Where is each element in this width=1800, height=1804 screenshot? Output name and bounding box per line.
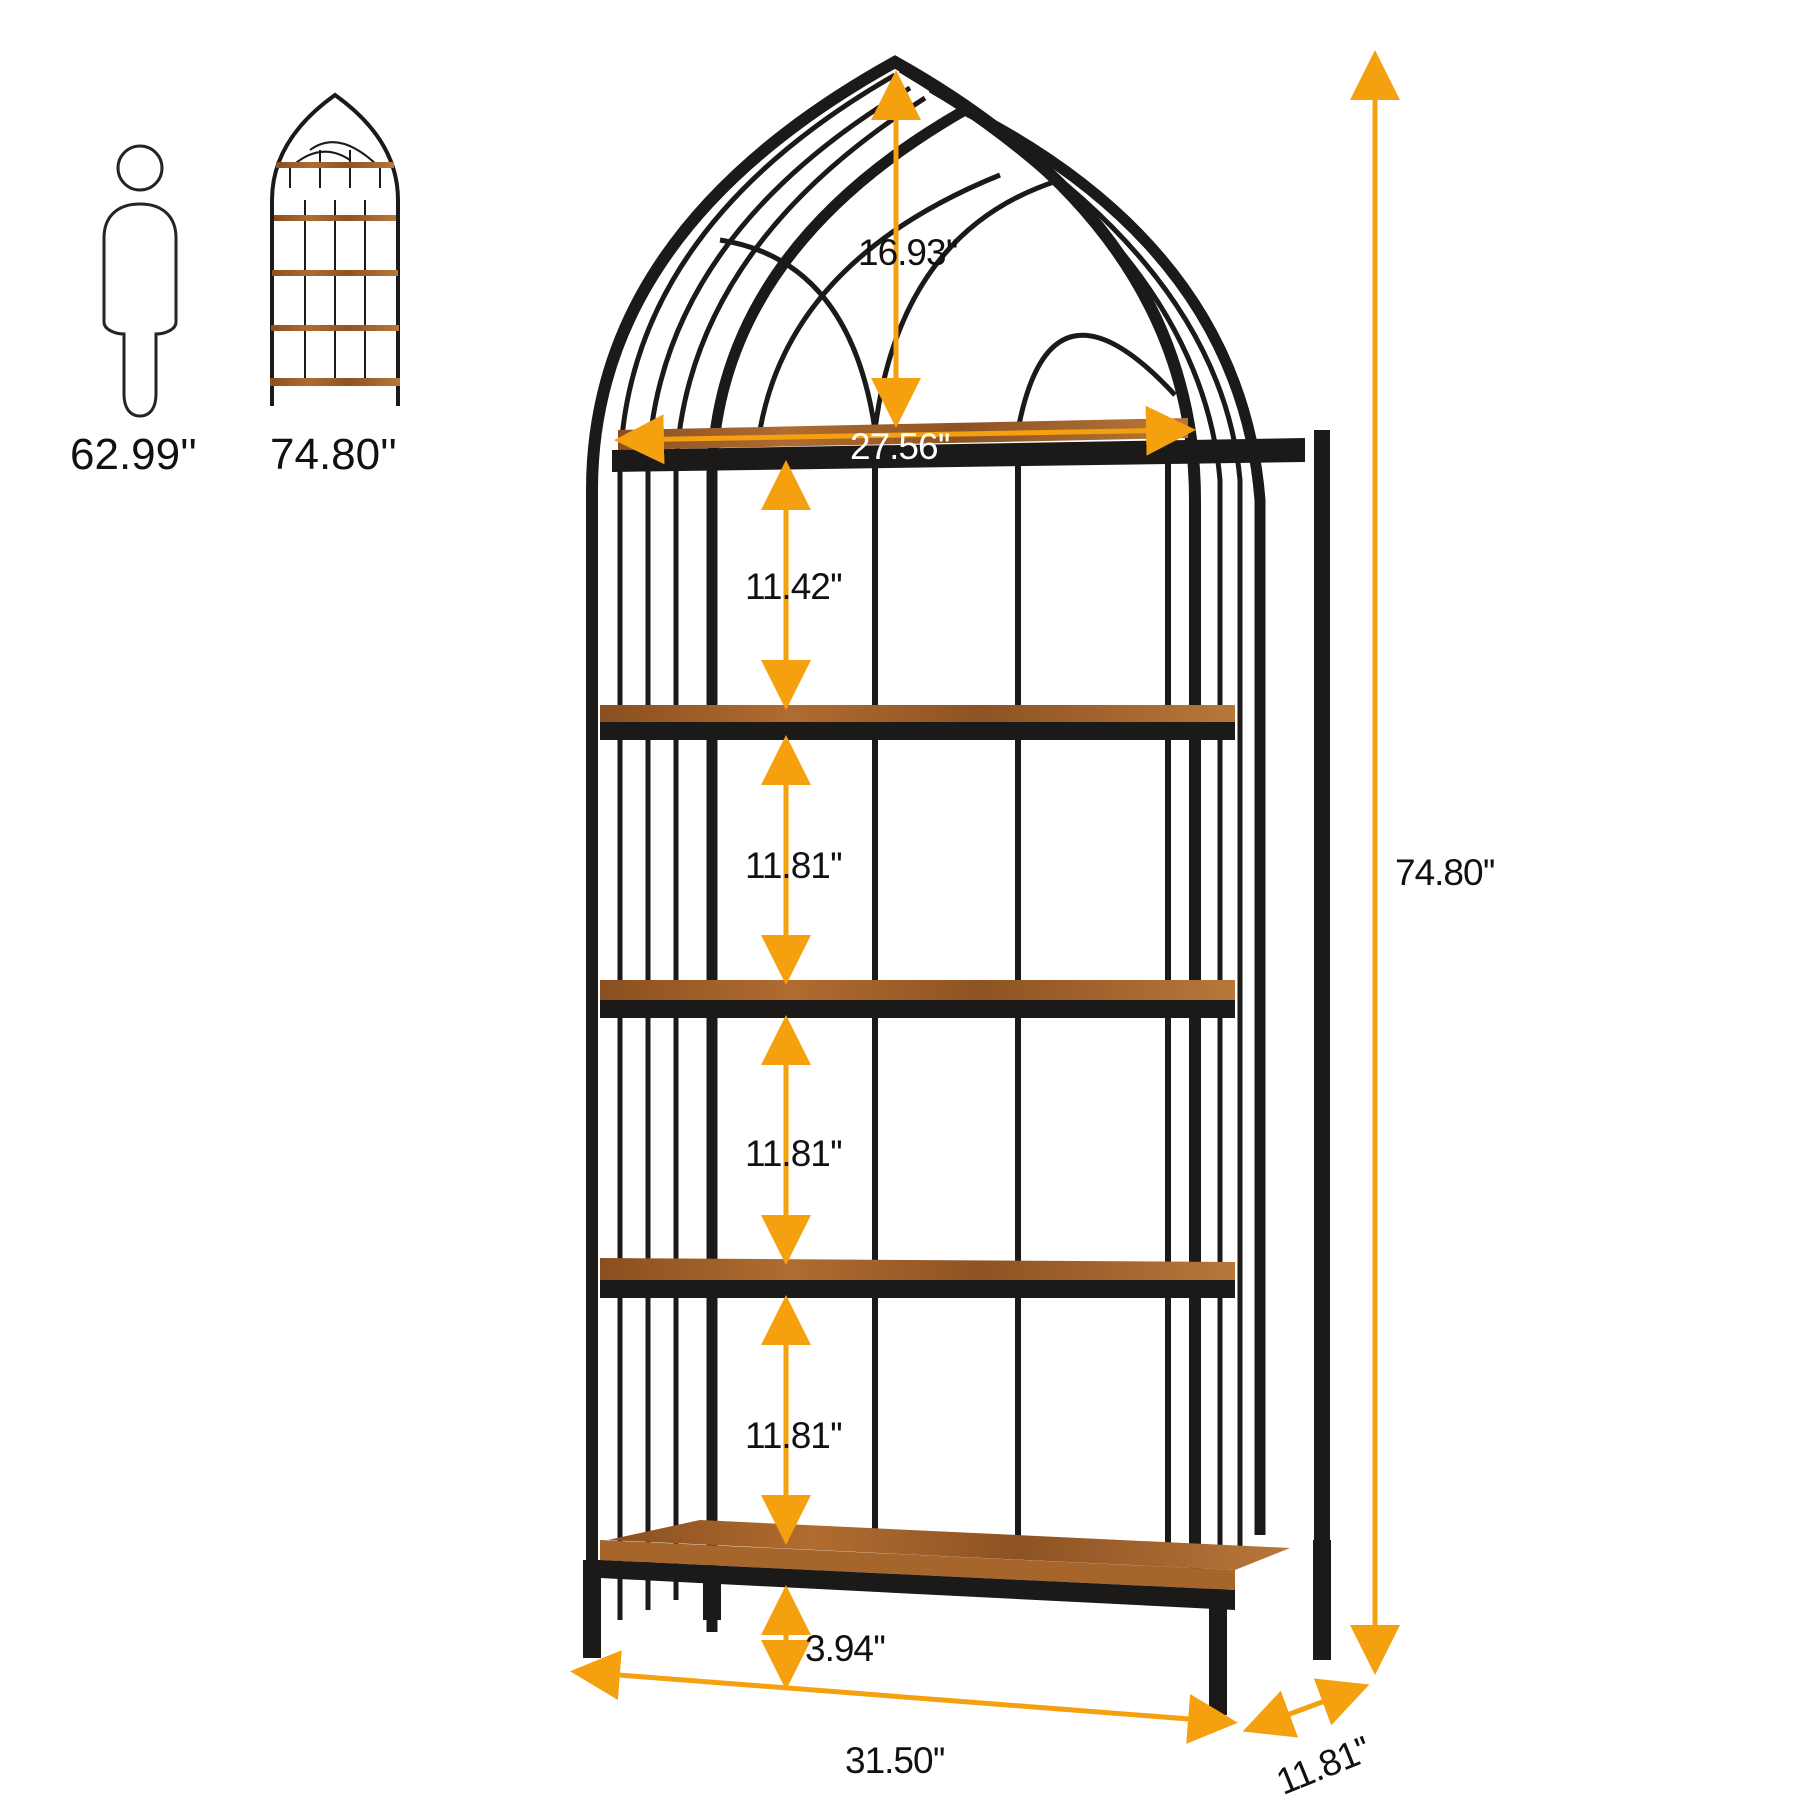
bookshelf-frame (583, 55, 1331, 1715)
gap4-label: 11.81'' (745, 1415, 843, 1456)
total-height-label: 74.80'' (1395, 852, 1496, 893)
top-width-label: 27.56'' (850, 426, 951, 467)
person-height-label: 62.99'' (70, 430, 197, 479)
gap1-label: 11.42'' (745, 566, 843, 607)
clearance-label: 3.94'' (805, 1628, 886, 1669)
top-width-arrow (614, 405, 1196, 465)
dimension-lines (570, 49, 1400, 1744)
gap2-label: 11.81'' (745, 845, 843, 886)
depth-arrow (1242, 1678, 1370, 1738)
arch-height-label: 16.93'' (858, 232, 959, 273)
gap3-label: 11.81'' (745, 1133, 843, 1174)
person-icon (102, 144, 178, 418)
width-arrow (570, 1650, 1238, 1744)
width-label: 31.50'' (845, 1740, 946, 1781)
shelf-thumbnail-icon (270, 92, 400, 406)
shelf-height-label: 74.80'' (270, 430, 397, 479)
